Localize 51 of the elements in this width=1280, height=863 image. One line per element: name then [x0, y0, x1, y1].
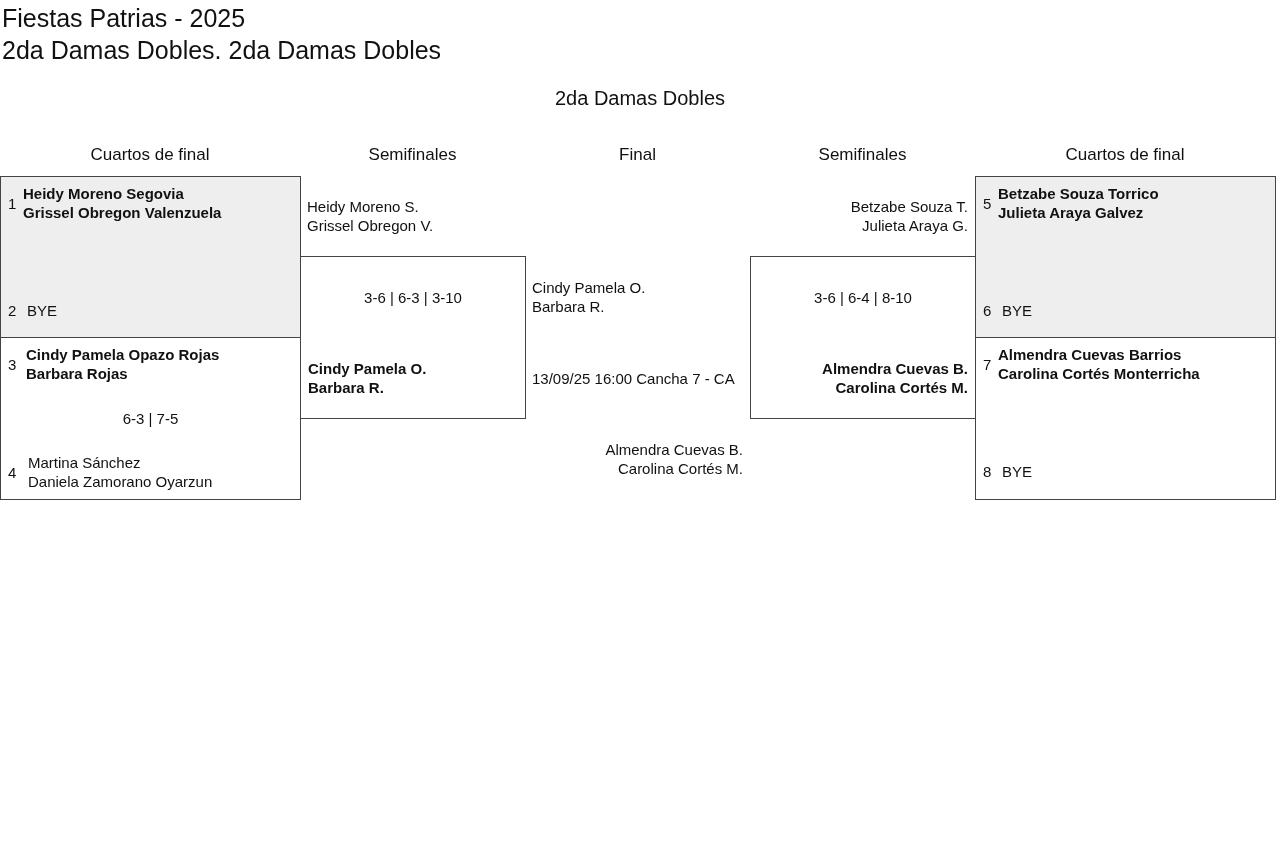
seed-number: 4 [8, 463, 17, 482]
player-name: BYE [1002, 301, 1032, 320]
seed-number: 8 [983, 462, 992, 481]
round-heading: Semifinales [818, 145, 907, 165]
round-heading: Cuartos de final [90, 145, 210, 165]
player-name: Almendra Cuevas B. [605, 440, 743, 459]
player-name: Julieta Araya Galvez [998, 203, 1144, 222]
player-name: Heidy Moreno S. [307, 197, 419, 216]
seed-number: 6 [983, 301, 992, 320]
seed-number: 5 [983, 194, 992, 213]
player-name: Cindy Pamela O. [532, 278, 646, 297]
player-name: BYE [27, 301, 57, 320]
seed-number: 1 [8, 194, 17, 213]
seed-number: 2 [8, 301, 17, 320]
player-name: Almendra Cuevas Barrios [998, 345, 1182, 364]
player-name: Grissel Obregon V. [307, 216, 434, 235]
draw-title: 2da Damas Dobles [554, 86, 726, 110]
match-box [750, 256, 976, 419]
page-subtitle: 2da Damas Dobles. 2da Damas Dobles [2, 35, 442, 66]
player-name: Daniela Zamorano Oyarzun [28, 472, 213, 491]
match-schedule: 13/09/25 16:00 Cancha 7 - CA [532, 369, 735, 388]
player-name: Barbara R. [532, 297, 605, 316]
player-name: Carolina Cortés Monterricha [998, 364, 1200, 383]
player-name: Betzabe Souza Torrico [998, 184, 1159, 203]
match-box [975, 337, 1276, 500]
match-score: 3-6 | 6-3 | 3-10 [364, 289, 462, 306]
player-name: BYE [1002, 462, 1032, 481]
match-score: 6-3 | 7-5 [122, 410, 179, 427]
player-name: Barbara Rojas [26, 364, 128, 383]
seed-number: 7 [983, 355, 992, 374]
round-heading: Final [619, 145, 656, 165]
seed-number: 3 [8, 355, 17, 374]
player-name: Almendra Cuevas B. [822, 359, 968, 378]
player-name: Carolina Cortés M. [835, 378, 968, 397]
match-box [0, 337, 301, 500]
player-name: Cindy Pamela Opazo Rojas [26, 345, 220, 364]
match-box [0, 176, 301, 338]
player-name: Grissel Obregon Valenzuela [23, 203, 222, 222]
player-name: Julieta Araya G. [862, 216, 968, 235]
player-name: Barbara R. [308, 378, 384, 397]
match-box [300, 256, 526, 419]
round-heading: Semifinales [368, 145, 457, 165]
player-name: Cindy Pamela O. [308, 359, 427, 378]
page-title: Fiestas Patrias - 2025 [2, 3, 246, 34]
match-score: 3-6 | 6-4 | 8-10 [814, 289, 912, 306]
player-name: Betzabe Souza T. [850, 197, 968, 216]
player-name: Martina Sánchez [28, 453, 141, 472]
player-name: Carolina Cortés M. [617, 459, 743, 478]
match-box [975, 176, 1276, 338]
player-name: Heidy Moreno Segovia [23, 184, 184, 203]
round-heading: Cuartos de final [1065, 145, 1185, 165]
